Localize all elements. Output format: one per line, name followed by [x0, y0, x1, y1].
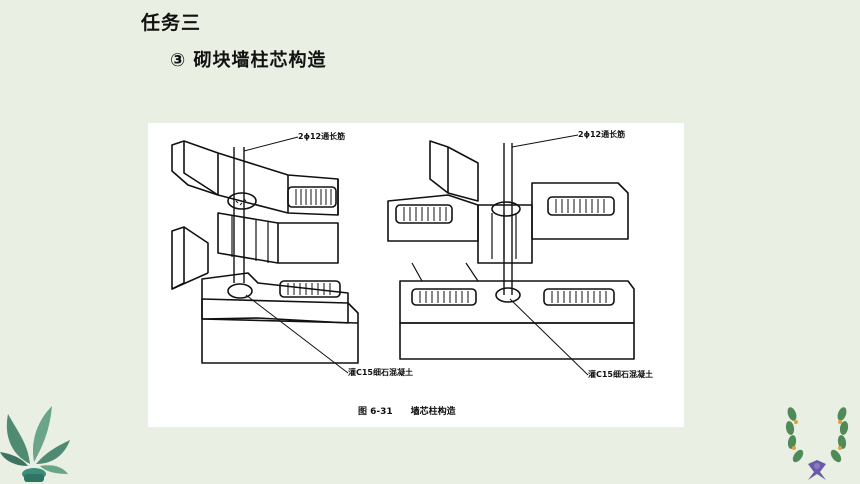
right-lower-block [399, 280, 635, 324]
left-rebar-leader [243, 136, 299, 152]
figure-caption: 图 6-31 墙芯柱构造 [358, 404, 474, 417]
right-concrete-label: 灌C15细石混凝土 [588, 370, 654, 379]
left-lower-slot [279, 280, 341, 298]
right-rebar-label: 2ϕ12通长筋 [578, 130, 626, 139]
right-upper-slot-right [547, 196, 615, 216]
right-upper-block-left [387, 194, 479, 242]
right-rebar [503, 143, 513, 295]
plant-decoration-icon [0, 406, 70, 482]
figure-caption-number: 图 6-31 [358, 407, 393, 417]
left-rebar [233, 147, 245, 283]
left-concrete-leader [245, 294, 349, 374]
right-lower-core [495, 287, 521, 303]
right-rebar-leader [511, 134, 579, 148]
slide-subtitle: ③ 砌块墙柱芯构造 [170, 50, 327, 71]
right-center-block [477, 204, 533, 264]
right-lower-slot-right [543, 288, 615, 306]
left-bottom-slab [201, 298, 359, 364]
slide-title: 任务三 [141, 12, 202, 34]
left-lower-core [227, 283, 253, 299]
right-upper-wall [429, 140, 479, 202]
right-bottom-slab [399, 322, 635, 360]
left-lower-wall [171, 226, 185, 290]
left-upper-slot [287, 186, 337, 208]
left-upper-core [227, 192, 257, 210]
right-upper-core [491, 201, 521, 217]
left-concrete-label: 灌C15细石混凝土 [348, 368, 414, 377]
figure-drawing [171, 134, 635, 376]
right-upper-slot-left [395, 204, 453, 224]
left-rebar-label: 2ϕ12通长筋 [298, 132, 346, 141]
left-upper-block [171, 140, 219, 196]
wreath-decoration-icon [785, 407, 849, 480]
figure-caption-text: 墙芯柱构造 [410, 407, 456, 417]
right-lower-slot-left [411, 288, 477, 306]
core-column-figure: 2ϕ12通长筋 灌C15细石混凝土 2ϕ12通长筋 灌C15细石混凝土 图 6-… [148, 123, 684, 427]
right-concrete-leader [509, 298, 589, 376]
